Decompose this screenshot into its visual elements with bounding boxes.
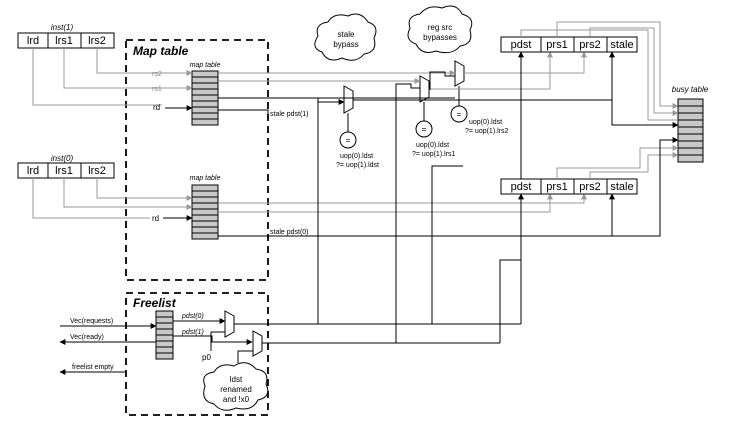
inst1-lrs1: lrs1 — [55, 35, 73, 47]
stale-comparator — [339, 131, 357, 149]
rs2-comparator — [450, 105, 468, 123]
upper-prs2: prs2 — [579, 39, 600, 51]
src-bypasses-line1: reg src — [428, 23, 452, 32]
freelist-title: Freelist — [133, 296, 177, 310]
freelist-table — [155, 310, 174, 360]
stale-cmp-line1: uop(0).ldst — [340, 153, 373, 160]
freelist-note-line3: and !x0 — [223, 395, 250, 404]
inst0-fields: lrd lrs1 lrs2 — [17, 162, 115, 179]
upper-prs1: prs1 — [546, 39, 567, 51]
map-table-title: Map table — [133, 44, 189, 58]
map-table-lower-label: map table — [190, 175, 221, 182]
rs1-eq-symbol: = — [422, 125, 427, 134]
inst1-label: inst(1) — [51, 23, 74, 32]
stale-eq-symbol: = — [346, 136, 351, 145]
inst1-fields: lrd lrs1 lrs2 — [17, 32, 115, 49]
freelist-mux-0 — [224, 310, 235, 338]
stale-pdst1-label: stale pdst(1) — [270, 111, 309, 118]
stale-cmp-line2: ?= uop(1).ldst — [336, 162, 379, 169]
freelist-empty-label: freelist empty — [72, 364, 114, 371]
map-table-upper-label: map table — [190, 62, 221, 69]
rs2-bypass-mux — [454, 60, 465, 87]
src-bypasses-cloud — [407, 5, 473, 54]
rs2-cmp-line2: ?= uop(1).lrs2 — [465, 128, 508, 135]
stale-bypass-line1: stale — [338, 30, 355, 39]
inst0-lrs1: lrs1 — [55, 165, 73, 177]
uop-output-lower: pdst prs1 prs2 stale — [500, 178, 638, 195]
rs1-bypass-mux — [419, 75, 430, 103]
freelist-note-cloud — [203, 362, 269, 411]
inst0-label: inst(0) — [51, 154, 74, 163]
pdst0-label: pdst(0) — [181, 313, 204, 320]
freelist-note-line2: renamed — [220, 385, 252, 394]
p0-label-a: p0 — [202, 353, 211, 362]
rs2-eq-symbol: = — [457, 110, 462, 119]
busy-table — [677, 98, 704, 163]
inst1-lrs2: lrs2 — [88, 35, 106, 47]
src-bypasses-line2: bypasses — [423, 33, 457, 42]
vec-requests-label: Vec(requests) — [70, 318, 113, 325]
map-table-upper — [191, 70, 219, 126]
upper-rs1-label: rs1 — [152, 86, 162, 93]
upper-rd-label: rd — [153, 103, 160, 112]
lower-rd-label: rd — [152, 214, 159, 223]
busy-table-label: busy table — [672, 85, 709, 94]
freelist-note-line1: ldst — [230, 375, 243, 384]
stale-bypass-line2: bypass — [333, 40, 358, 49]
upper-stale: stale — [610, 39, 633, 51]
inst0-lrs2: lrs2 — [88, 165, 106, 177]
rs1-comparator — [415, 120, 433, 138]
upper-rs2-label: rs2 — [152, 71, 162, 78]
stale-bypass-cloud — [314, 13, 377, 61]
rs1-cmp-line1: uop(0).ldst — [416, 142, 449, 149]
upper-pdst: pdst — [511, 39, 532, 51]
lower-prs1: prs1 — [546, 181, 567, 193]
lower-stale: stale — [610, 181, 633, 193]
uop-output-upper: pdst prs1 prs2 stale — [500, 36, 638, 53]
rs2-cmp-line1: uop(0).ldst — [469, 119, 502, 126]
vec-ready-label: Vec(ready) — [70, 334, 104, 341]
inst0-lrd: lrd — [27, 165, 39, 177]
lower-pdst: pdst — [511, 181, 532, 193]
map-table-lower — [191, 184, 219, 240]
rs1-cmp-line2: ?= uop(1).lrs1 — [412, 151, 455, 158]
pdst1-label: pdst(1) — [181, 329, 204, 336]
inst1-lrd: lrd — [27, 35, 39, 47]
freelist-mux-1 — [252, 330, 263, 357]
stale-pdst0-label: stale pdst(0) — [270, 229, 309, 236]
lower-prs2: prs2 — [579, 181, 600, 193]
stale-bypass-mux — [343, 85, 354, 114]
